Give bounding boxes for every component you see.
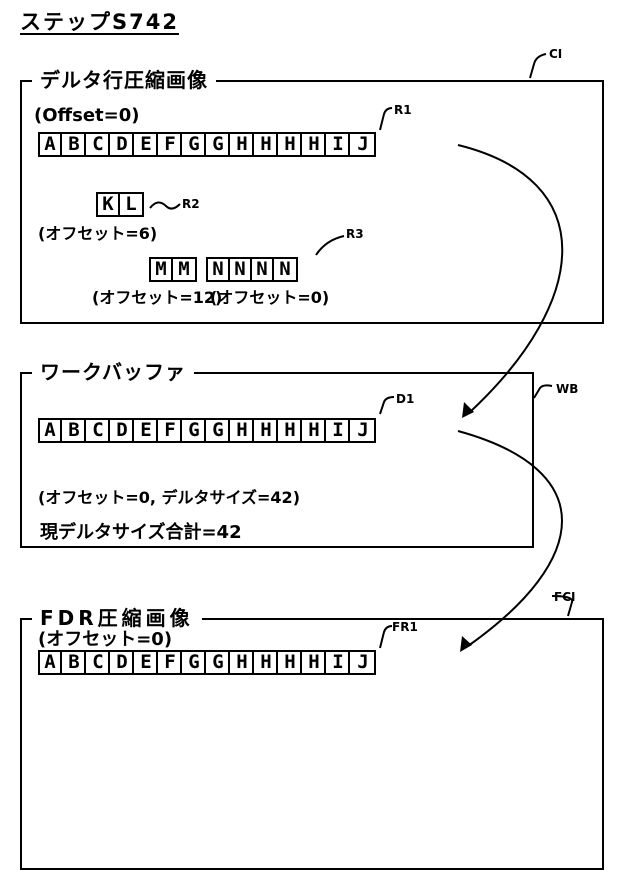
ci-leader (530, 54, 546, 78)
arrow-wb-to-fci (458, 431, 562, 646)
r1-leader (380, 108, 392, 130)
d1-leader (380, 397, 394, 414)
arrow-ci-to-wb (458, 145, 562, 412)
fci-leader (552, 596, 572, 616)
wb-leader (534, 385, 552, 398)
arrowhead-fci (460, 636, 472, 652)
fr1-leader (380, 626, 392, 648)
r2-leader (150, 202, 180, 208)
r3-leader (316, 236, 344, 255)
